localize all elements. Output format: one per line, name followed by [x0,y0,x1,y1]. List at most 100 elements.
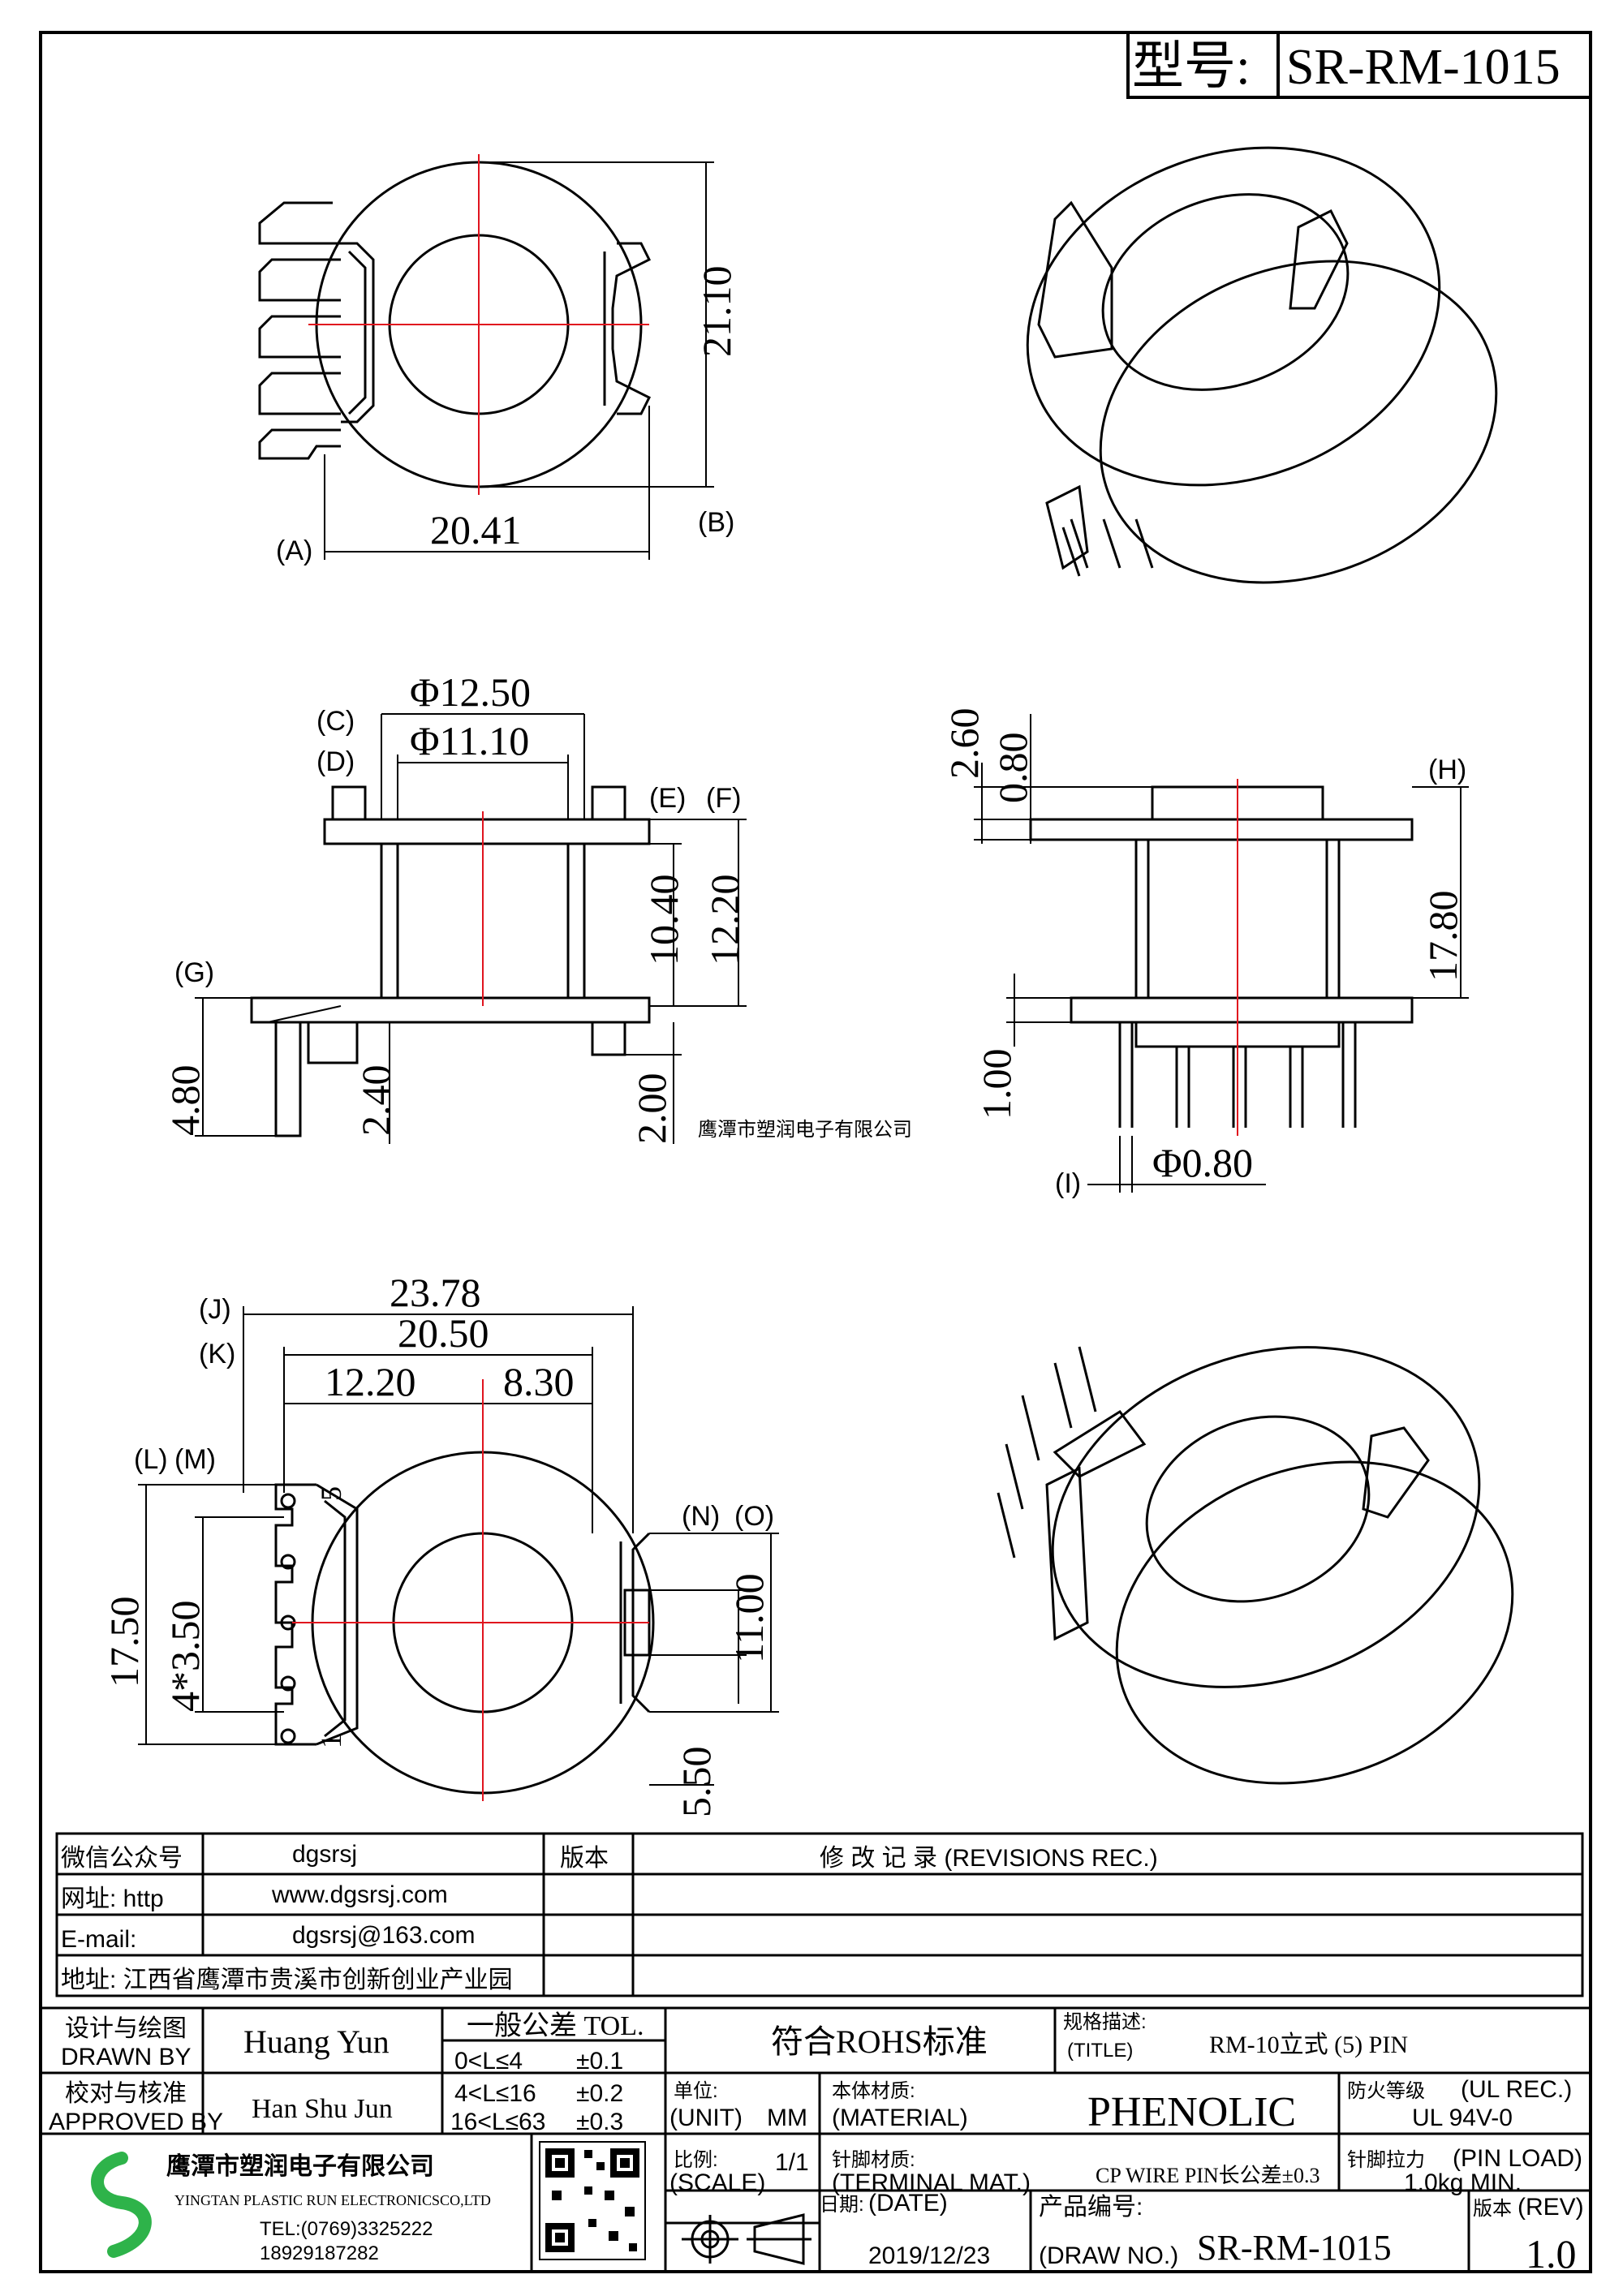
scale-label-en: (SCALE) [669,2169,765,2196]
info-value-website[interactable]: www.dgsrsj.com [271,1881,448,1908]
projection-symbol [682,2213,812,2265]
tol-header: 一般公差 TOL. [467,2010,644,2041]
info-table [55,1832,1584,1997]
dim-w-23-78: 23.78 [390,1270,481,1315]
ref-label-m: (M) [174,1444,216,1475]
dim-base-1-00: 1.00 [974,1049,1019,1120]
rev-label-en: (REV) [1518,2194,1584,2221]
ref-label-e: (E) [649,783,686,814]
rev-value: 1.0 [1526,2231,1577,2277]
dim-top-2-60: 2.60 [941,708,987,780]
company-logo [91,2152,152,2258]
company-tel: TEL:(0769)3325222 [260,2218,433,2240]
drawn-by-en: DRAWN BY [61,2044,192,2070]
tol-range-3: 16<L≤63 [450,2109,545,2135]
dim-height-17-80: 17.80 [1420,891,1466,982]
model-header: 型号: SR-RM-1015 [1126,31,1592,99]
company-name-en: YINGTAN PLASTIC RUN ELECTRONICSCO,LTD [174,2192,491,2208]
pin-label-first: 1 [315,1734,347,1748]
dim-pin-4-80: 4.80 [162,1065,208,1137]
dim-h-17-50: 17.50 [101,1597,147,1688]
title-label-en: (TITLE) [1067,2040,1133,2062]
title-block [39,2006,1592,2273]
ref-label-n: (N) [682,1501,720,1532]
unit-label-en: (UNIT) [669,2105,743,2131]
drawno-label-cn: 产品编号: [1039,2194,1143,2221]
approved-by-en: APPROVED BY [49,2109,223,2135]
company-name-cn: 鹰潭市塑润电子有限公司 [166,2152,434,2180]
iso-view-top [1026,146,1498,584]
dim-w-20-50: 20.50 [398,1310,489,1356]
ref-label-d: (D) [316,746,355,777]
dim-w-12-20: 12.20 [325,1359,416,1404]
front-view [974,714,1469,1193]
model-value: SR-RM-1015 [1286,40,1561,95]
ref-label-j: (J) [199,1294,231,1325]
info-value-email[interactable]: dgsrsj@163.com [292,1922,476,1949]
bottom-view-pins [280,1493,296,1744]
info-label-website: 网址: http [61,1885,164,1912]
version-header: 版本 [560,1845,609,1872]
dim-h-10-40: 10.40 [641,875,687,966]
title-value: RM-10立式 (5) PIN [1209,2032,1408,2058]
scale-value: 1/1 [775,2149,809,2176]
info-value-wechat: dgsrsj [292,1841,357,1868]
company-mobile: 18929187282 [260,2242,379,2264]
qr-code [539,2141,646,2260]
date-label-cn: 日期: [820,2194,864,2216]
ref-label-o: (O) [734,1501,774,1532]
ref-label-k: (K) [199,1339,235,1369]
title-label-cn: 规格描述: [1063,2011,1147,2033]
dim-h-11-00: 11.00 [726,1573,772,1663]
unit-value: MM [767,2105,807,2131]
dim-pin-dia: Φ0.80 [1152,1140,1253,1185]
dim-pitch: 4*3.50 [162,1601,208,1713]
drawn-by-cn: 设计与绘图 [65,2015,187,2042]
ref-label-g: (G) [174,957,214,988]
dim-top-width: 20.41 [430,507,522,553]
ref-label-i: (I) [1055,1168,1081,1199]
tol-val-3: ±0.3 [576,2109,623,2135]
terminal-label-en: (TERMINAL MAT.) [832,2169,1031,2196]
rohs-note: 符合ROHS标准 [771,2023,988,2060]
iso-view-bottom [997,1346,1514,1785]
approved-by-name: Han Shu Jun [252,2094,393,2124]
dim-inner-dia: Φ11.10 [410,718,529,763]
scale-label-cn: 比例: [674,2149,718,2171]
drawno-value: SR-RM-1015 [1197,2228,1392,2268]
tol-range-1: 0<L≤4 [454,2048,523,2075]
ref-label-b: (B) [698,507,734,538]
ref-label-l: (L) [134,1444,168,1475]
unit-label-cn: 单位: [674,2080,718,2102]
approved-by-cn: 校对与核准 [65,2080,187,2107]
dim-outer-dia: Φ12.50 [410,669,531,715]
drawn-by-name: Huang Yun [243,2023,390,2060]
date-value: 2019/12/23 [868,2242,990,2269]
info-label-email: E-mail: [61,1926,136,1953]
ref-label-h: (H) [1428,755,1466,785]
dim-h-5-50: 5.50 [674,1747,719,1818]
pinload-value: 1.0kg MIN. [1404,2169,1522,2196]
pinload-label-en: (PIN LOAD) [1453,2145,1582,2172]
ref-label-a: (A) [276,535,312,566]
date-label-en: (DATE) [868,2190,948,2216]
tol-val-1: ±0.1 [576,2048,623,2075]
bottom-view-centerlines [292,1379,649,1801]
watermark: 鹰潭市塑润电子有限公司 [698,1119,912,1141]
pinload-label-cn: 针脚拉力 [1347,2149,1425,2171]
material-label-cn: 本体材质: [832,2080,915,2102]
info-label-wechat: 微信公众号 [61,1845,183,1872]
model-label: 型号: [1132,37,1251,95]
dim-top-0-80: 0.80 [990,733,1035,804]
drawno-label-en: (DRAW NO.) [1039,2242,1178,2269]
pin-label-last: 5 [315,1486,347,1501]
rev-label-cn: 版本 [1473,2198,1512,2220]
fire-label-en: (UL REC.) [1461,2076,1572,2103]
ref-label-c: (C) [316,706,355,737]
info-address: 地址: 江西省鹰潭市贵溪市创新创业产业园 [61,1967,513,1993]
top-view [258,161,714,560]
dim-h-12-20: 12.20 [702,875,747,966]
tol-val-2: ±0.2 [576,2080,623,2107]
terminal-value: CP WIRE PIN长公差±0.3 [1096,2164,1319,2187]
